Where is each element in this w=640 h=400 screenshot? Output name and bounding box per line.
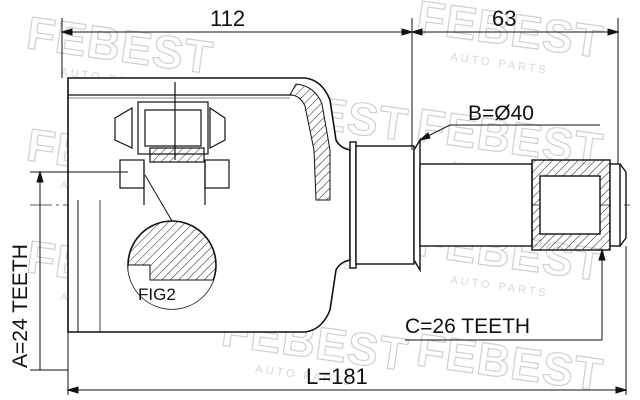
dim-l [66,246,628,395]
dim-a-label: A=24 TEETH [9,244,32,368]
shaft [349,137,627,273]
housing-hatch [289,83,331,201]
tripod-assembly [114,82,230,205]
fig2-detail: FIG2 [127,174,217,310]
dim-a [30,170,128,371]
dim-112 [60,18,414,150]
dim-63-label: 63 [492,6,516,31]
watermark-brand: FEBEST [24,6,217,84]
dim-b-label: B=Ø40 [468,102,534,125]
dim-112-label: 112 [210,6,245,31]
fig2-label: FIG2 [138,285,176,304]
dim-b-leader [418,124,600,141]
dim-l-label: L=181 [306,364,368,389]
dim-63 [410,18,620,164]
dim-c-label: C=26 TEETH [405,315,530,338]
dim-c [405,248,606,341]
